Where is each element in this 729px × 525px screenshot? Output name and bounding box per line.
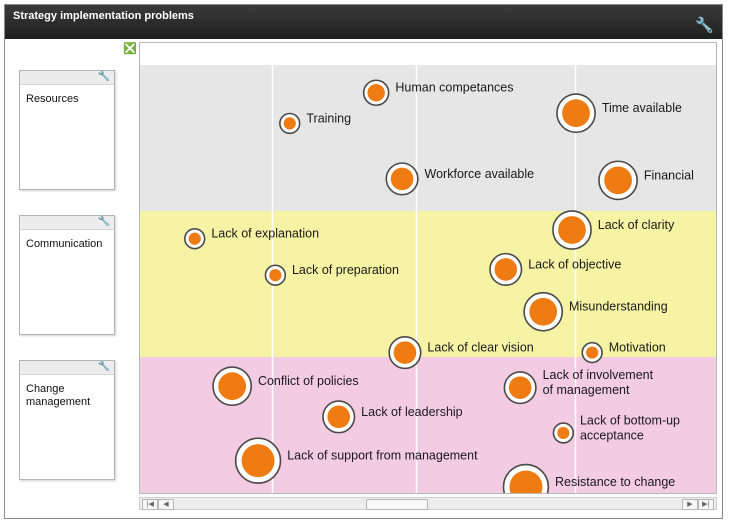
horizontal-scrollbar[interactable]: |◀ ◀ ▶ ▶| [139,497,717,510]
bubble-label: Misunderstanding [569,300,668,314]
bubble [390,167,414,191]
bubble-label: Lack of explanation [211,227,319,241]
bubble [558,216,586,244]
panel-header: 🔧 [20,71,114,85]
bubble-label: Financial [644,168,694,182]
bubble [557,426,570,440]
bubble [188,232,201,245]
bubble [529,297,558,326]
scroll-right-icon[interactable]: ▶ [682,499,698,510]
bubble-label: Time available [602,101,682,115]
window-titlebar: Strategy implementation problems 🔧 [5,5,722,39]
wrench-icon[interactable]: 🔧 [695,17,714,34]
bubble-label: Lack of support from management [287,449,478,463]
scroll-thumb[interactable] [366,499,428,510]
panel-label: Communication [26,238,103,250]
scroll-first-icon[interactable]: |◀ [142,499,158,510]
bubble [494,258,518,281]
bubble [327,405,351,429]
scroll-last-icon[interactable]: ▶| [698,499,714,510]
panel-label: Change management [26,383,91,408]
panel-change-management[interactable]: 🔧 Change management [19,360,115,480]
bubble-label: Lack of leadership [361,405,463,419]
bubble [241,444,275,478]
panel-resources[interactable]: 🔧 Resources [19,70,115,190]
wrench-icon[interactable]: 🔧 [97,216,110,227]
bubble [604,166,632,195]
panel-communication[interactable]: 🔧 Communication [19,215,115,335]
bubble [218,372,247,401]
bubble [508,376,532,399]
wrench-icon[interactable]: 🔧 [97,71,110,82]
bubble [393,341,417,364]
bubble [509,470,543,493]
bubble-label: Workforce available [425,167,535,181]
bubble-label: Resistance to change [555,475,675,489]
bubble-label: Training [306,111,351,125]
wrench-icon[interactable]: 🔧 [97,361,110,372]
bubble [367,84,385,102]
panel-header: 🔧 [20,361,114,375]
bubble-label: Lack of objective [528,257,621,271]
bubble-label: Lack of clear vision [427,341,533,355]
panel-label: Resources [26,93,79,105]
close-icon[interactable]: ❎ [123,43,137,55]
bubble [269,269,282,282]
panel-header: 🔧 [20,216,114,230]
bubble-label: Human competances [395,81,513,95]
scroll-left-icon[interactable]: ◀ [158,499,174,510]
window-title: Strategy implementation problems [13,10,194,22]
bubble-label: Motivation [609,341,666,355]
bubble-label: Conflict of policies [258,374,359,388]
bubble-label: Lack of clarity [598,218,675,232]
bubble-label: Lack of preparation [292,263,399,277]
bubble [562,99,590,128]
bubble [586,346,599,359]
bubble [283,117,296,130]
band-communication [140,211,716,357]
